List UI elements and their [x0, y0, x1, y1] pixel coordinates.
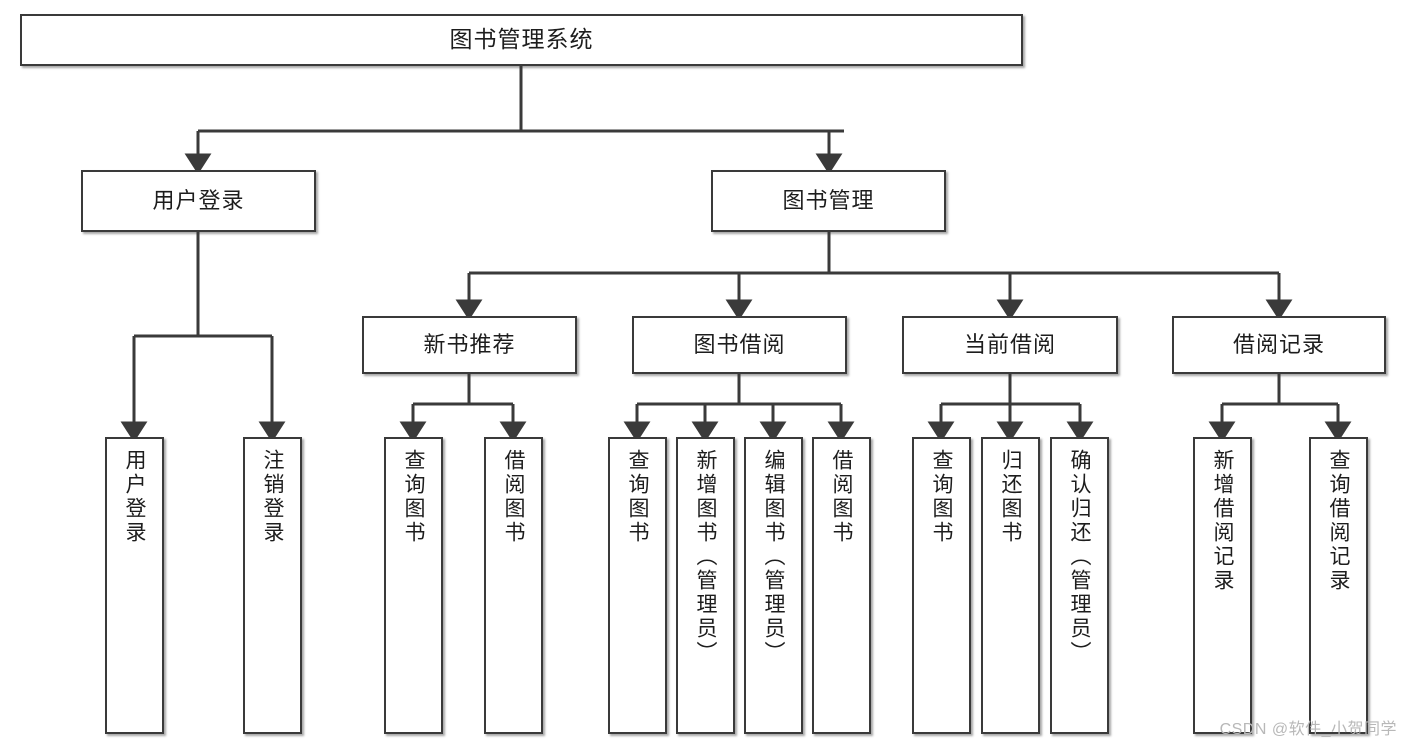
leaf-book-borrow-query[interactable]: 查询图书 [608, 437, 667, 734]
node-label: 编辑图书（管理员） [762, 449, 785, 665]
leaf-book-borrow-add[interactable]: 新增图书（管理员） [676, 437, 735, 734]
node-label: 借阅图书 [830, 449, 853, 545]
node-label: 用户登录 [152, 188, 245, 214]
node-label: 查询图书 [626, 449, 649, 545]
leaf-user-login-signin[interactable]: 用户登录 [105, 437, 164, 734]
node-current-borrow[interactable]: 当前借阅 [902, 316, 1118, 374]
leaf-book-borrow-borrow[interactable]: 借阅图书 [812, 437, 871, 734]
node-book-management[interactable]: 图书管理 [711, 170, 946, 232]
node-root-book-management-system[interactable]: 图书管理系统 [20, 14, 1023, 66]
node-label: 借阅记录 [1232, 332, 1325, 358]
leaf-borrow-record-query[interactable]: 查询借阅记录 [1309, 437, 1368, 734]
node-label: 归还图书 [999, 449, 1022, 545]
node-label: 用户登录 [123, 449, 146, 545]
node-label: 注销登录 [261, 449, 284, 545]
leaf-book-borrow-edit[interactable]: 编辑图书（管理员） [744, 437, 803, 734]
leaf-user-login-signout[interactable]: 注销登录 [243, 437, 302, 734]
leaf-new-book-borrow[interactable]: 借阅图书 [484, 437, 543, 734]
node-user-login[interactable]: 用户登录 [81, 170, 316, 232]
node-label: 确认归还（管理员） [1068, 449, 1091, 665]
node-label: 借阅图书 [502, 449, 525, 545]
leaf-borrow-record-add[interactable]: 新增借阅记录 [1193, 437, 1252, 734]
leaf-current-borrow-return[interactable]: 归还图书 [981, 437, 1040, 734]
node-label: 查询图书 [402, 449, 425, 545]
leaf-current-borrow-query[interactable]: 查询图书 [912, 437, 971, 734]
node-label: 查询图书 [930, 449, 953, 545]
node-label: 图书管理系统 [449, 26, 594, 53]
node-label: 当前借阅 [963, 332, 1056, 358]
node-label: 新书推荐 [423, 332, 516, 358]
node-new-book-recommend[interactable]: 新书推荐 [362, 316, 577, 374]
leaf-current-borrow-confirm-return[interactable]: 确认归还（管理员） [1050, 437, 1109, 734]
leaf-new-book-query[interactable]: 查询图书 [384, 437, 443, 734]
node-label: 新增借阅记录 [1211, 449, 1234, 593]
node-label: 新增图书（管理员） [694, 449, 717, 665]
node-label: 图书管理 [782, 188, 875, 214]
node-label: 图书借阅 [693, 332, 786, 358]
node-label: 查询借阅记录 [1327, 449, 1350, 593]
watermark: CSDN @软件_小贺同学 [1219, 721, 1397, 738]
node-borrow-record[interactable]: 借阅记录 [1172, 316, 1386, 374]
node-book-borrow[interactable]: 图书借阅 [632, 316, 847, 374]
